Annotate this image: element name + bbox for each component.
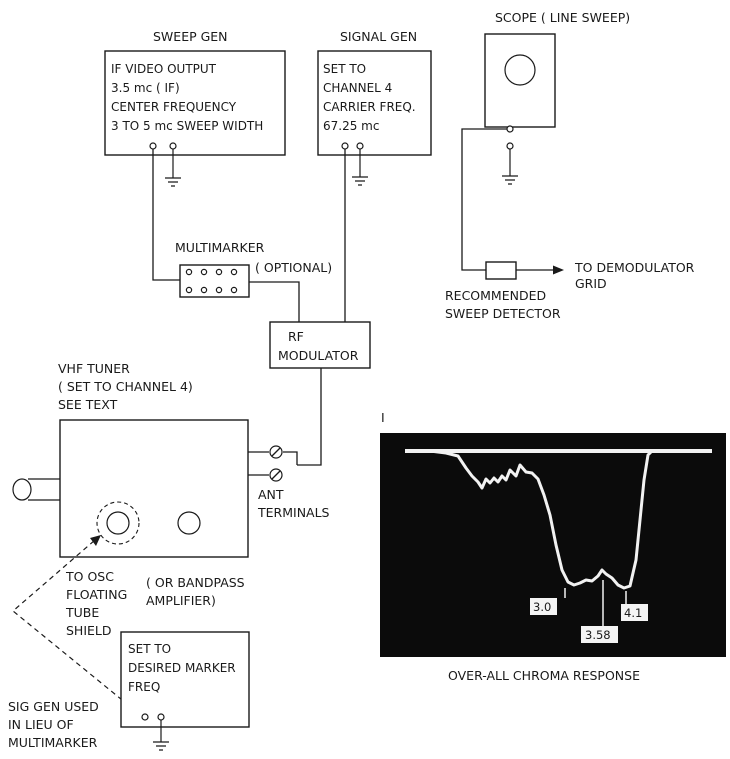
vhf-tuner-line-1: VHF TUNER bbox=[58, 361, 130, 376]
signal-gen-line-3: CARRIER FREQ. bbox=[323, 100, 416, 114]
marker-label-3-0: 3.0 bbox=[533, 600, 551, 614]
sweep-detector-box bbox=[486, 262, 516, 279]
rf-modulator-line-2: MODULATOR bbox=[278, 348, 359, 363]
ant-terminal-screw-icon bbox=[270, 446, 282, 481]
osc-shield-line-3: TUBE bbox=[65, 605, 99, 620]
ant-terminal-jumper bbox=[283, 452, 297, 465]
osc-shield-line-4: SHIELD bbox=[66, 623, 112, 638]
photo-caption: OVER-ALL CHROMA RESPONSE bbox=[448, 668, 640, 683]
signal-gen: SIGNAL GEN SET TO CHANNEL 4 CARRIER FREQ… bbox=[318, 29, 431, 185]
scope-input-terminal bbox=[507, 126, 513, 132]
ant-leads bbox=[248, 452, 269, 475]
tuner-shaft bbox=[28, 479, 60, 500]
scope-ground-terminal bbox=[507, 143, 513, 149]
marker-label-3-58: 3.58 bbox=[585, 628, 611, 642]
marker-gen-side-line-3: MULTIMARKER bbox=[8, 735, 98, 750]
scope: SCOPE ( LINE SWEEP) bbox=[485, 10, 630, 184]
ant-terminals-line-1: ANT bbox=[258, 487, 284, 502]
vhf-tuner: VHF TUNER ( SET TO CHANNEL 4) SEE TEXT A… bbox=[13, 361, 330, 638]
marker-gen: SET TO DESIRED MARKER FREQ SIG GEN USED … bbox=[8, 632, 249, 750]
vhf-tuner-line-3: SEE TEXT bbox=[58, 397, 118, 412]
vhf-tuner-box bbox=[60, 420, 248, 557]
bandpass-line-1: ( OR BANDPASS bbox=[146, 575, 245, 590]
arrow-right-icon bbox=[553, 266, 564, 275]
scope-title: SCOPE ( LINE SWEEP) bbox=[495, 10, 630, 25]
sweep-gen-output-terminal bbox=[150, 143, 156, 149]
detector-label-line-2: SWEEP DETECTOR bbox=[445, 306, 561, 321]
modulator-to-antenna-wire bbox=[297, 368, 321, 465]
scope-screen-icon bbox=[505, 55, 535, 85]
multimarker-optional: ( OPTIONAL) bbox=[255, 260, 332, 275]
tube-icon bbox=[178, 512, 200, 534]
tuner-shaft-end-icon bbox=[13, 479, 31, 500]
multimarker-to-modulator-wire bbox=[249, 282, 299, 322]
multimarker-title: MULTIMARKER bbox=[175, 240, 265, 255]
osc-tube-icon bbox=[107, 512, 129, 534]
sweep-gen-line-3: CENTER FREQUENCY bbox=[111, 100, 237, 114]
marker-gen-line-2: DESIRED MARKER bbox=[128, 661, 236, 675]
marker-gen-line-3: FREQ bbox=[128, 680, 160, 694]
sweep-detector: TO DEMODULATOR GRID RECOMMENDED SWEEP DE… bbox=[445, 260, 695, 321]
detector-output-line-2: GRID bbox=[575, 276, 607, 291]
detector-label-line-1: RECOMMENDED bbox=[445, 288, 546, 303]
sweep-gen-line-2: 3.5 mc ( IF) bbox=[111, 81, 180, 95]
detector-output-line-1: TO DEMODULATOR bbox=[574, 260, 695, 275]
multimarker: MULTIMARKER ( OPTIONAL) bbox=[175, 240, 332, 297]
chroma-response-photo: I 3.0 3.58 4.1 OVER-ALL CHROMA RESPONSE bbox=[380, 410, 726, 683]
sweep-gen-line-4: 3 TO 5 mc SWEEP WIDTH bbox=[111, 119, 263, 133]
scope-to-detector-wire bbox=[462, 129, 507, 270]
scope-ground-icon bbox=[502, 149, 518, 184]
sweep-gen: SWEEP GEN IF VIDEO OUTPUT 3.5 mc ( IF) C… bbox=[105, 29, 285, 186]
signal-gen-line-2: CHANNEL 4 bbox=[323, 81, 392, 95]
sweep-gen-title: SWEEP GEN bbox=[153, 29, 228, 44]
signal-gen-ground-terminal bbox=[357, 143, 363, 149]
signal-gen-output-terminal bbox=[342, 143, 348, 149]
sweep-to-multimarker-wire bbox=[153, 149, 180, 280]
osc-shield-line-2: FLOATING bbox=[66, 587, 127, 602]
marker-gen-ground-terminal bbox=[158, 714, 164, 720]
marker-gen-side-line-1: SIG GEN USED bbox=[8, 699, 99, 714]
signal-gen-line-4: 67.25 mc bbox=[323, 119, 379, 133]
rf-modulator-line-1: RF bbox=[288, 329, 304, 344]
ant-terminals-line-2: TERMINALS bbox=[257, 505, 330, 520]
sweep-gen-line-1: IF VIDEO OUTPUT bbox=[111, 62, 217, 76]
sweep-gen-ground-terminal bbox=[170, 143, 176, 149]
signal-gen-line-1: SET TO bbox=[323, 62, 366, 76]
marker-gen-side-line-2: IN LIEU OF bbox=[8, 717, 74, 732]
rf-modulator: RF MODULATOR bbox=[270, 322, 370, 368]
vhf-tuner-line-2: ( SET TO CHANNEL 4) bbox=[58, 379, 193, 394]
marker-gen-line-1: SET TO bbox=[128, 642, 171, 656]
bandpass-line-2: AMPLIFIER) bbox=[146, 593, 216, 608]
photo-corner-mark: I bbox=[381, 410, 385, 425]
signal-gen-title: SIGNAL GEN bbox=[340, 29, 417, 44]
marker-label-4-1: 4.1 bbox=[624, 606, 642, 620]
osc-shield-line-1: TO OSC bbox=[65, 569, 114, 584]
scope-photo-background bbox=[380, 433, 726, 657]
marker-gen-output-terminal bbox=[142, 714, 148, 720]
